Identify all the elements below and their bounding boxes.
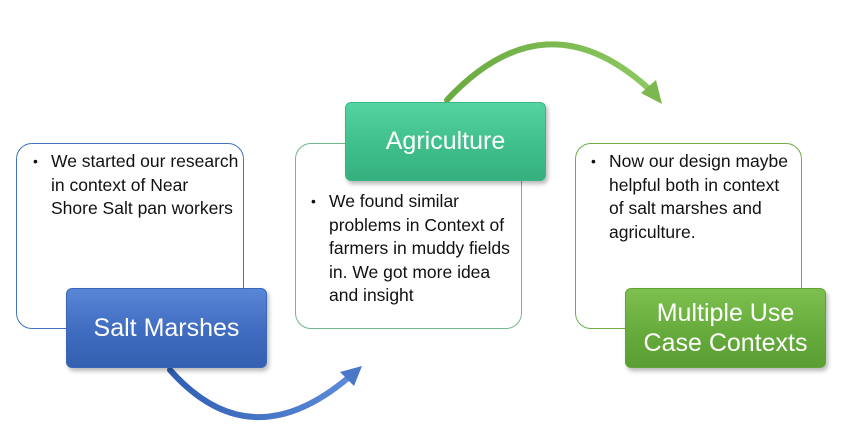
- multiple-use-title-line-2: Case Contexts: [643, 329, 808, 357]
- list-item: • We found similar problems in Context o…: [305, 190, 517, 308]
- salt-marshes-title: Salt Marshes: [93, 313, 240, 342]
- agriculture-description: • We found similar problems in Context o…: [305, 190, 517, 308]
- bullet-icon: •: [33, 153, 38, 169]
- multiple-use-title-line-1: Multiple Use: [656, 299, 795, 327]
- multiple-use-text: Now our design maybe helpful both in con…: [609, 151, 788, 242]
- multiple-use-heading: Multiple Use Case Contexts: [625, 288, 826, 368]
- multiple-use-description: • Now our design maybe helpful both in c…: [585, 150, 797, 244]
- salt-marshes-text: We started our research in context of Ne…: [51, 151, 239, 218]
- salt-marshes-description: • We started our research in context of …: [27, 150, 239, 221]
- agriculture-text: We found similar problems in Context of …: [329, 191, 510, 305]
- agriculture-heading: Agriculture: [345, 102, 546, 181]
- bullet-icon: •: [311, 193, 316, 209]
- bullet-icon: •: [591, 153, 596, 169]
- salt-marshes-heading: Salt Marshes: [66, 288, 267, 368]
- arrow-agriculture-to-multiple: [444, 41, 662, 104]
- list-item: • Now our design maybe helpful both in c…: [585, 150, 797, 244]
- list-item: • We started our research in context of …: [27, 150, 239, 221]
- agriculture-title: Agriculture: [385, 127, 506, 155]
- arrow-salt-to-agriculture: [167, 366, 362, 421]
